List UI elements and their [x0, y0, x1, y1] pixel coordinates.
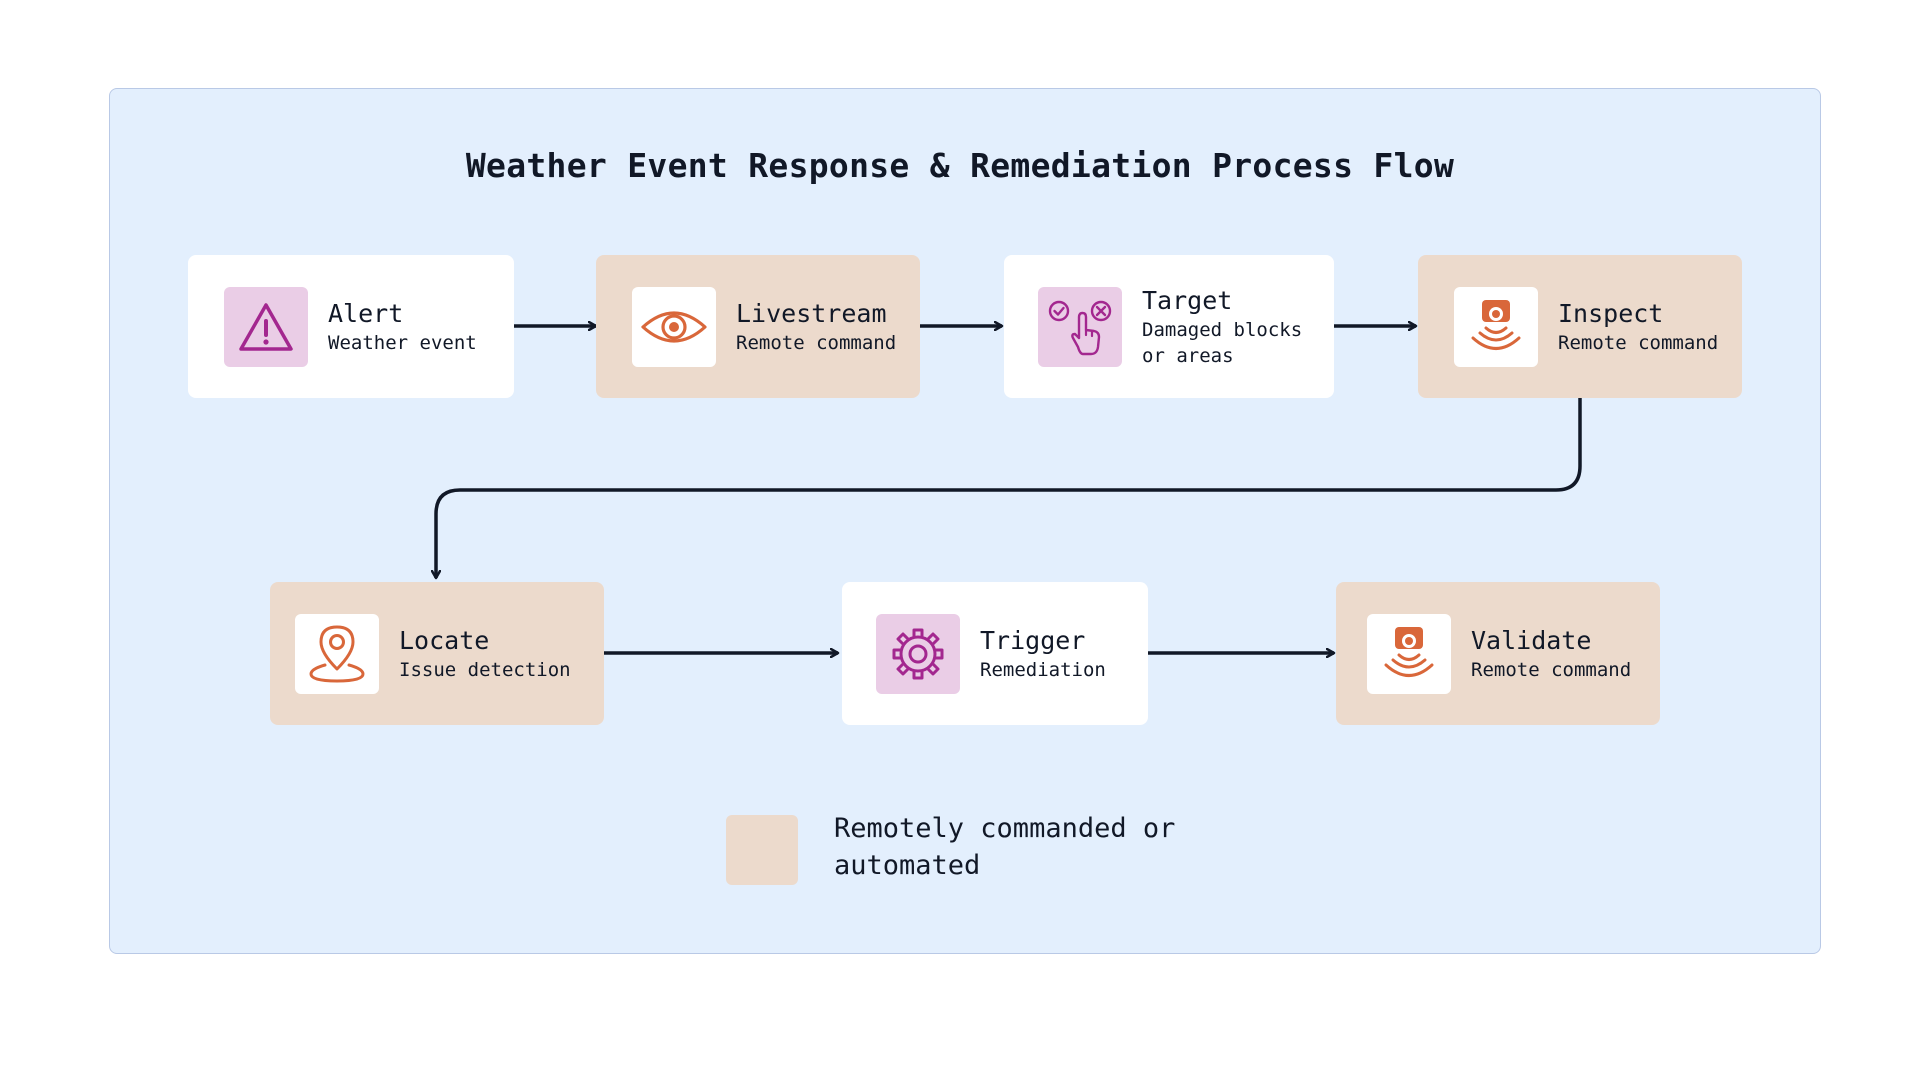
- select-touch-icon: [1048, 300, 1112, 355]
- scan-signal-icon: [1471, 299, 1521, 350]
- warning-triangle-icon: [239, 302, 293, 351]
- livestream-icon-box: [632, 286, 716, 367]
- node-label: Livestream: [736, 298, 887, 328]
- diagram-title: Weather Event Response & Remediation Pro…: [465, 146, 1455, 185]
- alert-icon-box: [224, 286, 308, 367]
- node-alert: Alert Weather event: [188, 255, 514, 398]
- node-label: Validate: [1471, 625, 1592, 655]
- diagram-panel: [109, 88, 1821, 954]
- node-sublabel: Issue detection: [399, 658, 571, 681]
- inspect-icon-box: [1454, 286, 1538, 367]
- node-inspect: Inspect Remote command: [1418, 255, 1742, 398]
- node-label: Target: [1142, 285, 1233, 315]
- target-icon-box: [1038, 286, 1122, 367]
- node-sublabel: Remote command: [1558, 331, 1719, 354]
- legend-swatch: [726, 815, 798, 885]
- node-label: Locate: [399, 625, 490, 655]
- eye-icon: [641, 311, 707, 342]
- node-label: Inspect: [1558, 298, 1664, 328]
- node-target: Target Damaged blocks or areas: [1004, 255, 1334, 398]
- node-validate: Validate Remote command: [1336, 582, 1660, 725]
- node-label: Alert: [328, 298, 404, 328]
- node-trigger: Trigger Remediation: [842, 582, 1148, 725]
- node-sublabel: Remote command: [736, 331, 897, 354]
- node-sublabel: Damaged blocks or areas: [1142, 318, 1303, 367]
- node-label: Trigger: [980, 625, 1086, 655]
- validate-icon-box: [1367, 613, 1451, 694]
- arrow-inspect-locate: [436, 398, 1582, 578]
- node-locate: Locate Issue detection: [270, 582, 604, 725]
- scan-signal-icon: [1384, 626, 1434, 677]
- node-sublabel: Weather event: [328, 331, 477, 354]
- node-sublabel: Remote command: [1471, 658, 1632, 681]
- map-pin-icon: [309, 625, 365, 683]
- legend-text: Remotely commanded or automated: [834, 813, 1176, 881]
- locate-icon-box: [295, 613, 379, 694]
- gear-icon: [892, 628, 944, 679]
- trigger-icon-box: [876, 613, 960, 694]
- node-sublabel: Remediation: [980, 658, 1106, 681]
- node-livestream: Livestream Remote command: [596, 255, 920, 398]
